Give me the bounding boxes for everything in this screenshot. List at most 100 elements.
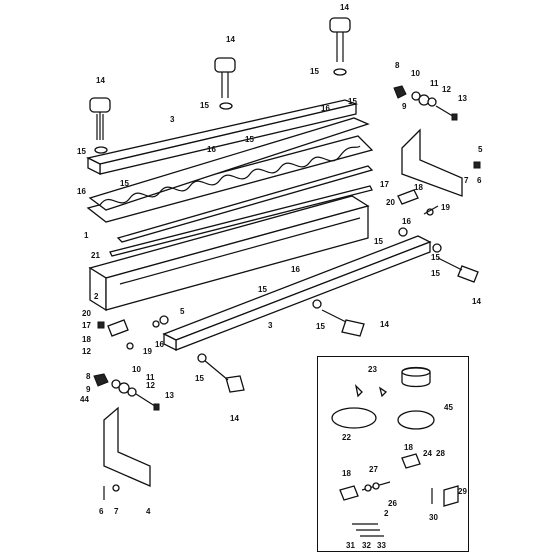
callout-label: 15 <box>258 285 267 294</box>
callout-label: 12 <box>82 347 91 356</box>
callout-label: 26 <box>388 499 397 508</box>
callout-label: 45 <box>444 403 453 412</box>
callout-label: 16 <box>291 265 300 274</box>
callout-label: 9 <box>86 385 91 394</box>
inset-parts <box>331 366 459 537</box>
callout-label: 19 <box>143 347 152 356</box>
callout-label: 23 <box>368 365 377 374</box>
bottom-rail <box>162 235 432 352</box>
callout-label: 14 <box>96 76 105 85</box>
callout-label: 18 <box>82 335 91 344</box>
callout-label: 22 <box>342 433 351 442</box>
base-strip <box>116 165 374 243</box>
knob-lower-middle <box>321 309 365 337</box>
callout-label: 14 <box>472 297 481 306</box>
washer <box>112 484 120 492</box>
side-knob-right <box>437 257 479 283</box>
callout-label: 1 <box>84 231 89 240</box>
callout-label: 8 <box>86 372 91 381</box>
accessory-inset-box <box>317 356 469 552</box>
callout-label: 15 <box>348 97 357 106</box>
callout-label: 14 <box>230 414 239 423</box>
hardware-cluster-top <box>393 85 458 121</box>
callout-label: 10 <box>132 365 141 374</box>
callout-label: 11 <box>430 79 439 88</box>
callout-label: 17 <box>380 180 389 189</box>
callout-label: 44 <box>80 395 89 404</box>
callout-label: 5 <box>478 145 483 154</box>
callout-label: 2 <box>94 292 99 301</box>
callout-label: 4 <box>146 507 151 516</box>
callout-label: 16 <box>155 340 164 349</box>
callout-label: 15 <box>120 179 129 188</box>
callout-label: 7 <box>114 507 119 516</box>
knob-right <box>329 17 351 76</box>
callout-label: 2 <box>384 509 389 518</box>
washer <box>312 299 322 309</box>
callout-label: 29 <box>458 487 467 496</box>
callout-label: 14 <box>340 3 349 12</box>
knob-middle <box>214 57 236 110</box>
callout-label: 32 <box>362 541 371 550</box>
right-bracket <box>401 128 463 197</box>
callout-label: 27 <box>369 465 378 474</box>
callout-label: 11 <box>146 373 155 382</box>
callout-label: 18 <box>414 183 423 192</box>
callout-label: 15 <box>316 322 325 331</box>
callout-label: 10 <box>411 69 420 78</box>
callout-label: 18 <box>404 443 413 452</box>
callout-label: 18 <box>342 469 351 478</box>
washer <box>159 315 169 325</box>
callout-label: 5 <box>180 307 185 316</box>
callout-label: 14 <box>380 320 389 329</box>
callout-label: 7 <box>464 176 469 185</box>
callout-label: 8 <box>395 61 400 70</box>
callout-label: 15 <box>310 67 319 76</box>
callout-label: 13 <box>165 391 174 400</box>
callout-label: 14 <box>226 35 235 44</box>
callout-label: 15 <box>431 253 440 262</box>
callout-label: 15 <box>200 101 209 110</box>
callout-label: 19 <box>441 203 450 212</box>
callout-label: 30 <box>429 513 438 522</box>
callout-label: 13 <box>458 94 467 103</box>
washer <box>398 227 408 237</box>
knob-left <box>89 97 111 154</box>
callout-label: 15 <box>374 237 383 246</box>
callout-label: 15 <box>195 374 204 383</box>
callout-label: 28 <box>436 449 445 458</box>
callout-label: 16 <box>402 217 411 226</box>
callout-label: 15 <box>245 135 254 144</box>
callout-label: 3 <box>170 115 175 124</box>
callout-label: 12 <box>146 381 155 390</box>
knob-bottom <box>203 359 245 393</box>
washer <box>197 353 207 363</box>
callout-label: 3 <box>268 321 273 330</box>
callout-label: 6 <box>477 176 482 185</box>
main-frame <box>88 195 370 312</box>
callout-label: 17 <box>82 321 91 330</box>
callout-label: 15 <box>77 147 86 156</box>
top-rail <box>86 99 359 176</box>
clamp-block-right <box>397 161 481 216</box>
callout-label: 16 <box>207 145 216 154</box>
thin-strip <box>109 185 373 257</box>
callout-label: 24 <box>423 449 432 458</box>
callout-label: 9 <box>402 102 407 111</box>
callout-label: 21 <box>91 251 100 260</box>
washer <box>152 320 160 328</box>
callout-label: 33 <box>377 541 386 550</box>
left-bracket <box>103 406 151 487</box>
hardware-cluster-bottom <box>93 373 160 411</box>
callout-label: 15 <box>431 269 440 278</box>
clamp-block-left <box>97 319 134 350</box>
callout-label: 16 <box>321 104 330 113</box>
callout-label: 16 <box>77 187 86 196</box>
comb-template <box>86 117 374 223</box>
callout-label: 12 <box>442 85 451 94</box>
callout-label: 20 <box>386 198 395 207</box>
callout-label: 20 <box>82 309 91 318</box>
callout-label: 31 <box>346 541 355 550</box>
